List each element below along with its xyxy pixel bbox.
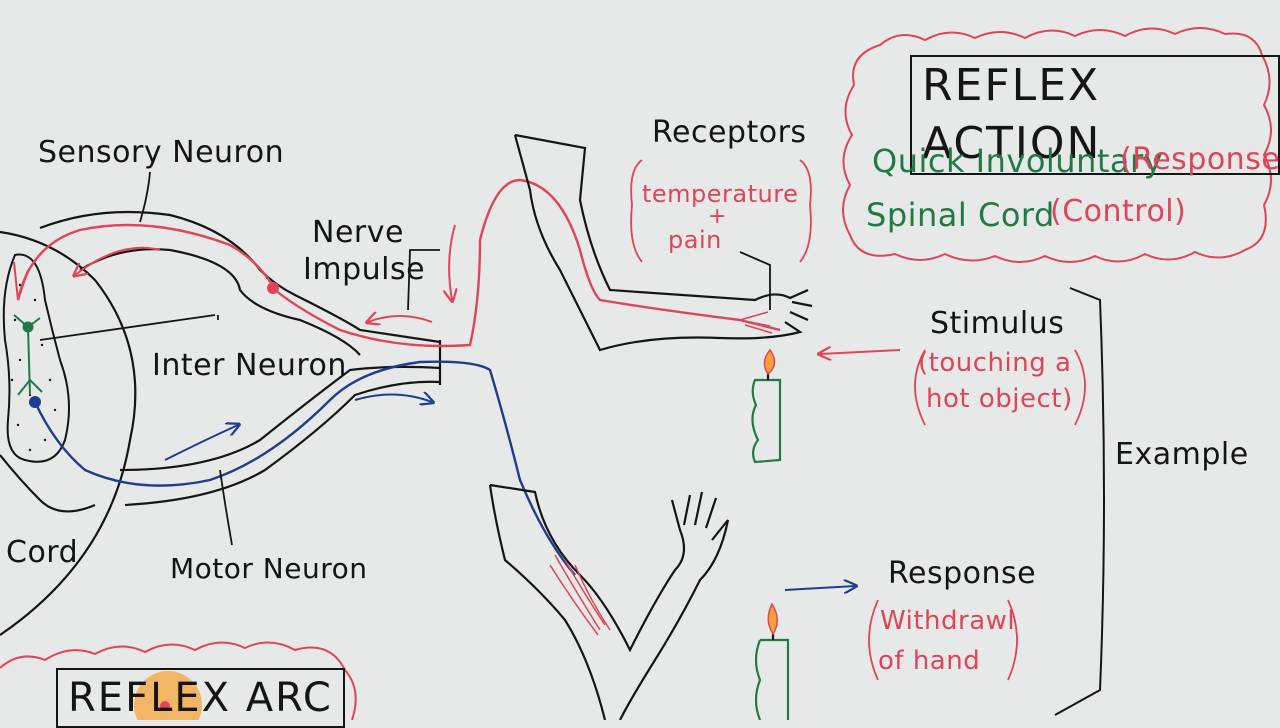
candle-flame-bottom <box>767 602 778 636</box>
motor-neuron-label: Motor Neuron <box>170 552 368 585</box>
motor-cell-body <box>29 396 41 408</box>
candle-lit <box>751 374 782 464</box>
cord-label: Cord <box>6 535 79 570</box>
pointer-dot <box>160 701 170 711</box>
reflex-action-title: REFLEX ACTION <box>910 55 1280 175</box>
sensory-branch <box>13 261 29 301</box>
receptor-endings <box>739 311 773 334</box>
inter-neuron-cell-body <box>22 321 34 333</box>
spinal-cord <box>0 230 137 636</box>
impulse-arrow-1 <box>75 246 161 275</box>
response-parens <box>868 599 1018 681</box>
inter-neuron <box>13 314 43 396</box>
impulse-arrow-2 <box>368 316 433 322</box>
receptors-bracket <box>630 159 812 263</box>
response-line1: Withdrawl <box>880 606 1016 636</box>
impulse-arrow-3 <box>449 224 455 300</box>
arm-withdrawn <box>488 483 730 720</box>
reflex-arc-cloud-border <box>0 641 357 720</box>
arm-touching <box>513 133 813 352</box>
response-line2: of hand <box>878 646 981 676</box>
candle-flame-top <box>763 348 776 376</box>
pointer-highlight <box>134 671 202 720</box>
receptor-pain: pain <box>668 226 722 254</box>
sensory-cell-body <box>267 282 279 294</box>
definition-response: (Response) <box>1120 142 1280 177</box>
grey-matter-dots <box>10 283 57 452</box>
stimulus-parens <box>914 349 1086 426</box>
motor-neuron-fiber <box>33 360 576 576</box>
example-label: Example <box>1115 437 1249 472</box>
muscle-fibers <box>549 554 611 636</box>
stimulus-line1: (touching a <box>918 348 1072 378</box>
reflex-arc-title: REFLEX ARC <box>56 668 345 728</box>
definition-cloud-border <box>842 27 1272 263</box>
stimulus-label: Stimulus <box>930 306 1065 341</box>
response-label: Response <box>888 556 1037 591</box>
sensory-neuron-label: Sensory Neuron <box>38 135 285 170</box>
stimulus-line2: hot object) <box>926 384 1073 414</box>
inter-neuron-label: Inter Neuron <box>152 348 347 383</box>
nerve-label: Nerve <box>312 215 404 250</box>
stimulus-arrow <box>820 350 901 354</box>
sensory-neuron-fiber <box>16 178 781 348</box>
definition-control: (Control) <box>1050 194 1187 229</box>
receptor-temperature: temperature <box>642 180 799 208</box>
example-bracket <box>1054 287 1105 716</box>
impulse-label: Impulse <box>303 252 426 287</box>
motor-arrow-2 <box>354 394 432 402</box>
candle-lower <box>754 634 790 720</box>
definition-spinal: Spinal Cord <box>866 196 1055 234</box>
definition-quick: Quick Involuntary <box>872 142 1164 180</box>
response-arrow <box>784 586 855 590</box>
receptor-plus: + <box>708 204 727 229</box>
motor-arrow-1 <box>164 425 238 461</box>
label-pointers <box>39 171 771 546</box>
receptors-label: Receptors <box>652 115 807 150</box>
